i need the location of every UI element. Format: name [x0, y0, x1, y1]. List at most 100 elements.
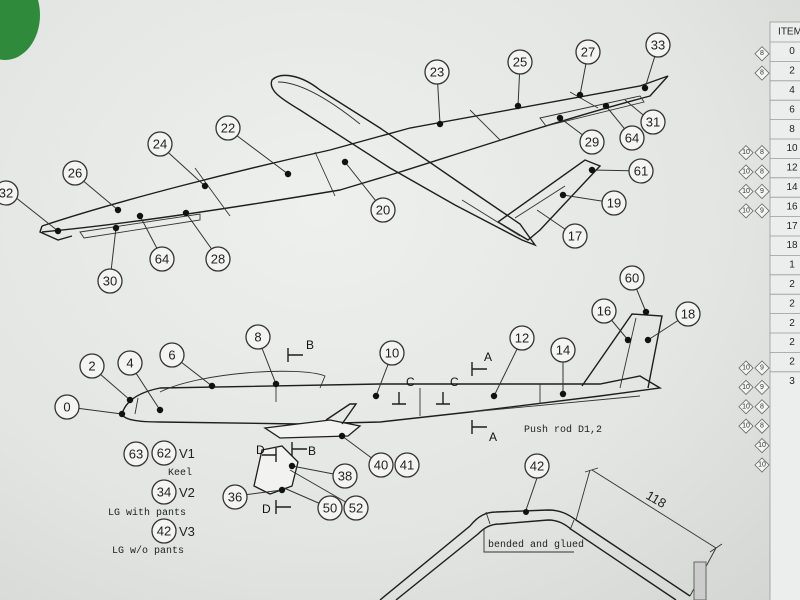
svg-text:D: D [262, 502, 271, 516]
callout-top-11: 61 [628, 158, 654, 184]
panel-line [314, 151, 336, 197]
table-item-cell: 2 [789, 66, 795, 77]
material-badge-label: 9 [760, 188, 764, 195]
callout-side-11: 42 [524, 453, 550, 479]
variant-2-code: V2 [179, 485, 195, 500]
material-badge [754, 399, 770, 415]
table-item-cell: 2 [789, 318, 795, 329]
vertical-fin [581, 313, 663, 389]
callout-top-3: 33 [645, 32, 671, 58]
material-badge-label: 8 [760, 50, 764, 57]
table-item-cell: 2 [789, 279, 795, 290]
wing-trailing-edge [41, 75, 669, 233]
variant-legend: 63 62 V1 Keel 34 V2 LG with pants 42 V3 … [108, 440, 195, 557]
svg-text:D: D [256, 443, 265, 457]
variant-1-code: V1 [179, 446, 195, 461]
gear-axle [693, 561, 707, 600]
callout-top-8: 29 [579, 129, 605, 155]
material-badge-label: 10 [758, 461, 766, 468]
svg-text:8: 8 [254, 330, 261, 345]
table-item-cell: 6 [789, 104, 795, 115]
table-item-cell: 0 [789, 46, 795, 57]
callout-side-5: 12 [509, 325, 535, 351]
panel-line [569, 91, 599, 109]
svg-text:36: 36 [228, 490, 242, 505]
callout-top-7: 32 [0, 180, 19, 206]
material-badge [754, 379, 770, 396]
callout-top-13: 17 [562, 223, 588, 249]
svg-text:62: 62 [157, 446, 171, 461]
material-badge [754, 183, 770, 200]
callout-top-1: 25 [507, 49, 533, 75]
aileron-left [79, 213, 201, 239]
side-view-glider [121, 313, 663, 495]
top-view-points [54, 84, 649, 235]
variant-1-num-a: 63 [123, 441, 149, 467]
panel-line [469, 109, 501, 141]
svg-text:22: 22 [221, 121, 235, 136]
callout-side-6: 14 [550, 337, 576, 363]
material-badge [738, 379, 754, 396]
svg-text:42: 42 [530, 459, 544, 474]
variant-2-desc: LG with pants [108, 507, 186, 519]
table-item-cell: 10 [786, 143, 798, 154]
material-badge [754, 418, 770, 434]
table-header: ITEM [778, 27, 800, 38]
svg-text:28: 28 [211, 252, 225, 267]
svg-text:61: 61 [634, 164, 648, 179]
table-item-cell: 2 [789, 298, 795, 309]
svg-text:23: 23 [430, 65, 444, 80]
material-badge-label: 10 [742, 207, 750, 214]
material-badge-label: 10 [742, 403, 750, 410]
h-tail [496, 159, 602, 241]
svg-text:25: 25 [513, 55, 527, 70]
svg-text:2: 2 [88, 359, 95, 374]
callout-top-15: 64 [149, 246, 175, 272]
panel-line [194, 167, 231, 217]
svg-text:17: 17 [568, 229, 582, 244]
rudder-line [619, 317, 637, 389]
svg-text:16: 16 [597, 304, 611, 319]
variant-1-desc: Keel [168, 467, 192, 479]
material-badge-label: 10 [742, 149, 750, 156]
callout-top-10: 31 [640, 109, 666, 135]
svg-text:12: 12 [515, 331, 529, 346]
material-badge-label: 9 [760, 384, 764, 391]
callout-side-14: 40 [368, 452, 394, 478]
svg-text:38: 38 [338, 469, 352, 484]
gear-leg-inner [395, 519, 677, 600]
material-badge-label: 9 [760, 364, 764, 371]
landing-gear-side [253, 445, 299, 495]
material-badge [738, 418, 754, 434]
table-item-cell: 2 [789, 357, 795, 368]
callout-top-9: 64 [619, 125, 645, 151]
table-item-cell: 16 [786, 201, 798, 212]
material-badge [738, 203, 754, 219]
material-badge [754, 46, 770, 62]
variant-3-code: V3 [179, 524, 195, 539]
callout-top-2: 27 [575, 39, 601, 65]
callout-side-9: 6 [159, 342, 185, 368]
wing-tip-side [325, 403, 358, 425]
table-item-cell: 14 [786, 182, 798, 193]
svg-text:30: 30 [103, 274, 117, 289]
table-item-cell: 12 [786, 163, 798, 174]
svg-text:6: 6 [168, 348, 175, 363]
svg-text:26: 26 [68, 166, 82, 181]
svg-text:29: 29 [585, 135, 599, 150]
variant-3-desc: LG w/o pants [112, 545, 184, 557]
callout-top-4: 22 [215, 115, 241, 141]
material-badge-label: 9 [760, 207, 764, 214]
svg-text:27: 27 [581, 45, 595, 60]
material-badge-label: 8 [760, 423, 764, 430]
nose-joint [134, 397, 139, 415]
svg-text:33: 33 [651, 38, 665, 53]
callout-top-14: 20 [370, 197, 396, 223]
material-badge [738, 145, 754, 161]
variant-3-num: 42 [151, 518, 177, 544]
top-view-glider [39, 74, 669, 247]
svg-text:32: 32 [0, 186, 13, 201]
